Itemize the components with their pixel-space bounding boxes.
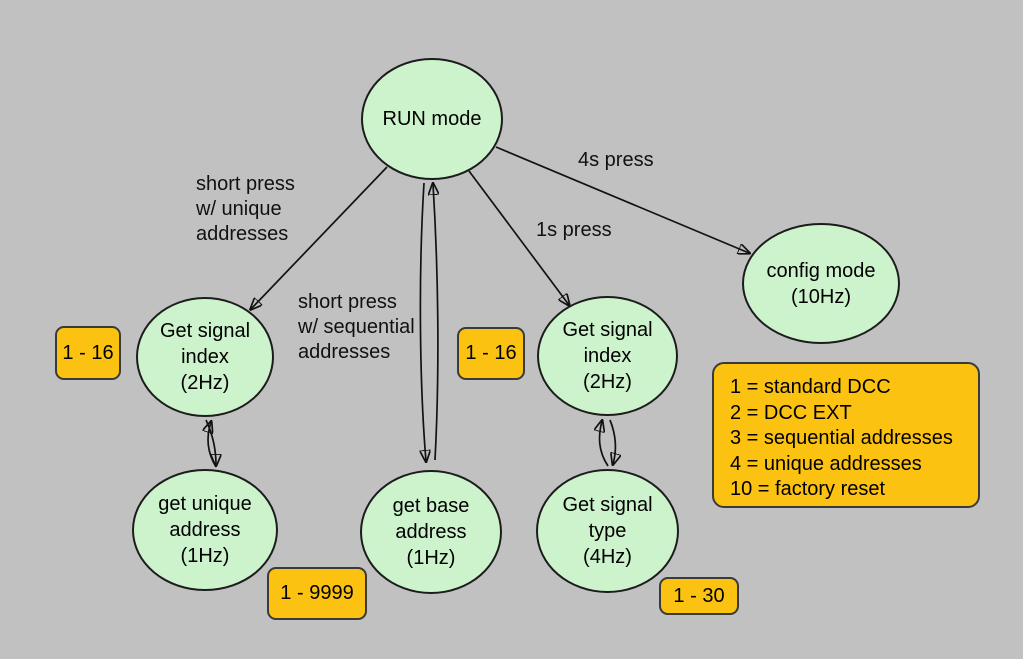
state-node-label: RUN mode (382, 108, 482, 130)
edge-label-4s-press: 4s press (578, 149, 654, 171)
state-node-label: Get signal index (2Hz) (159, 320, 251, 394)
range-badge-base-address: 1 - 9999 (267, 567, 367, 620)
edge-type-to-index-right-up-arrow (600, 421, 609, 467)
edge-base-to-run-up-arrow (433, 184, 438, 461)
state-node-get-base-address: get base address (1Hz) (360, 470, 502, 594)
range-badge-text: 1 - 16 (62, 341, 114, 364)
legend-item: 1 = standard DCC (730, 376, 891, 398)
edge-run-to-index-right-arrow (468, 170, 569, 305)
state-node-label: Get signal index (2Hz) (562, 319, 653, 393)
range-badge-index-right: 1 - 16 (457, 327, 525, 380)
range-badge-text: 1 - 16 (465, 342, 517, 364)
legend-item: 3 = sequential addresses (730, 427, 953, 449)
edge-label-short-press-unique: short press w/ unique addresses (196, 173, 295, 245)
state-node-get-signal-index-left: Get signal index (2Hz) (136, 297, 274, 417)
legend-box: 1 = standard DCC 2 = DCC EXT 3 = sequent… (712, 362, 980, 508)
state-node-get-unique-address: get unique address (1Hz) (132, 469, 278, 591)
edge-label-1s-press: 1s press (536, 219, 612, 241)
state-node-label: config mode (10Hz) (766, 259, 876, 308)
range-badge-index-left: 1 - 16 (55, 326, 121, 380)
state-node-get-signal-index-right: Get signal index (2Hz) (537, 296, 678, 416)
state-node-label: Get signal type (4Hz) (562, 494, 653, 568)
range-badge-signal-type: 1 - 30 (659, 577, 739, 615)
edge-unique-to-index-left-up-arrow (208, 422, 217, 468)
state-node-config-mode: config mode (10Hz) (742, 223, 900, 344)
edge-index-right-to-type-down-arrow (609, 419, 615, 464)
edge-run-to-base-down-arrow (419, 182, 426, 461)
legend-item: 4 = unique addresses (730, 452, 922, 475)
edge-run-to-config-arrow (495, 146, 749, 253)
legend-item: 10 = factory reset (730, 478, 886, 500)
legend-item: 2 = DCC EXT (730, 401, 852, 424)
state-node-get-signal-type: Get signal type (4Hz) (536, 469, 679, 593)
range-badge-text: 1 - 30 (673, 584, 725, 607)
range-badge-text: 1 - 9999 (280, 582, 354, 604)
edge-label-short-press-sequential: short press w/ sequential addresses (298, 291, 415, 363)
edge-run-to-index-left-arrow (251, 166, 388, 309)
state-node-label: get unique address (1Hz) (158, 493, 252, 567)
state-node-label: get base address (1Hz) (392, 495, 470, 569)
state-node-run-mode: RUN mode (361, 58, 503, 180)
